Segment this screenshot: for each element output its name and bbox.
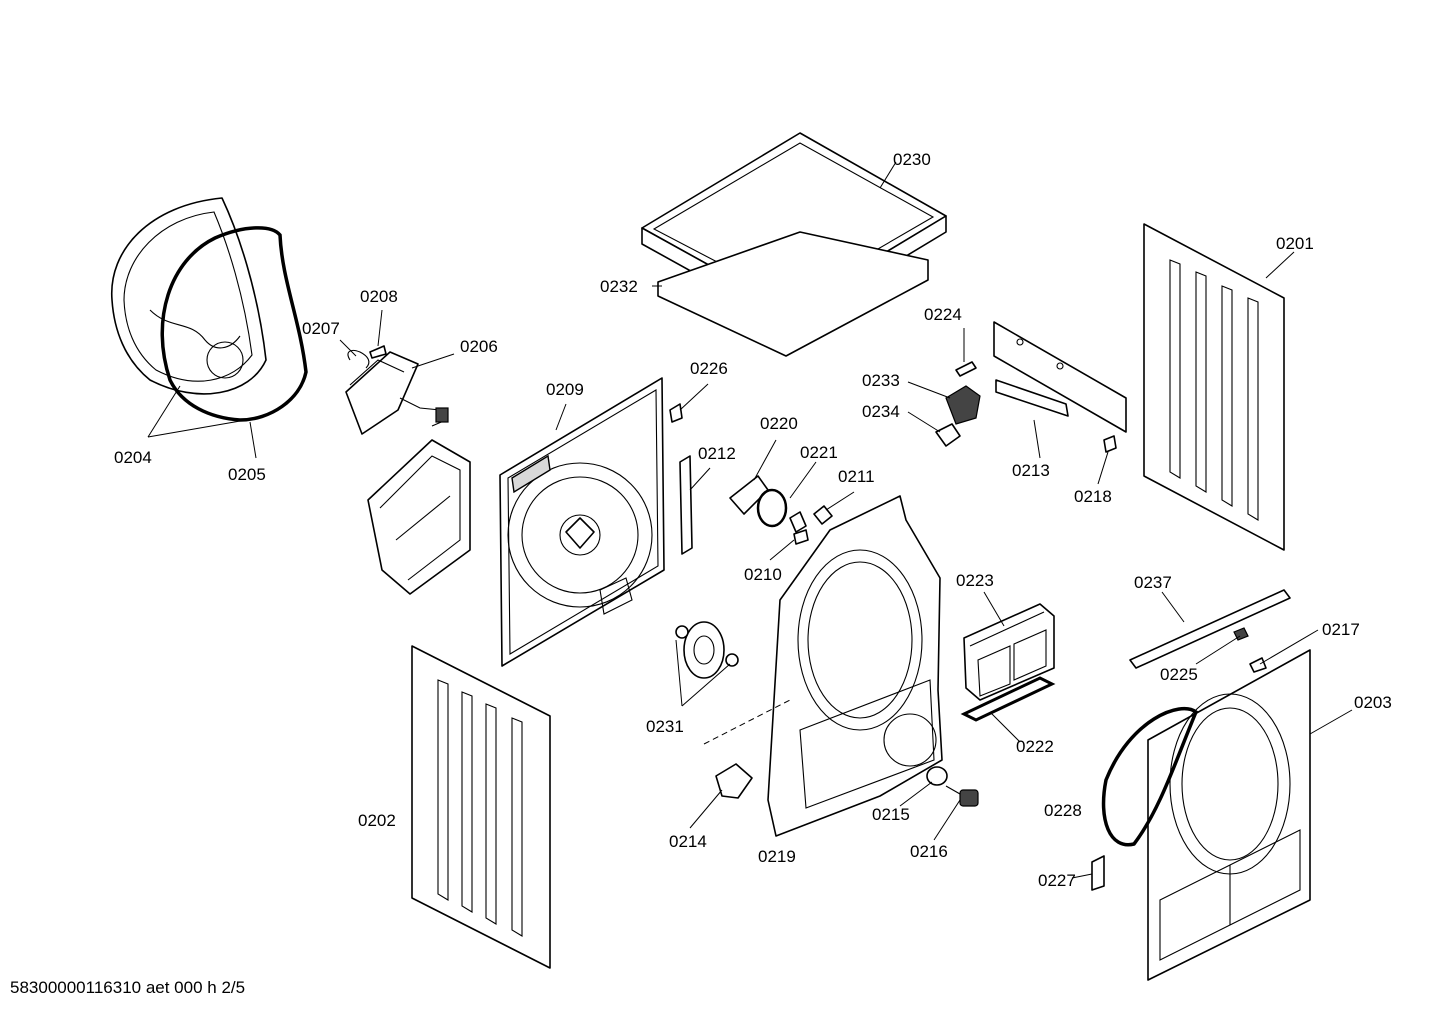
callout-0210: 0210 bbox=[744, 565, 782, 584]
part-0214-bracket bbox=[715, 763, 753, 799]
callout-0215: 0215 bbox=[872, 805, 910, 824]
part-0218-clip bbox=[1103, 435, 1117, 453]
callout-0218: 0218 bbox=[1074, 487, 1112, 506]
part-0232-cover-pad bbox=[657, 231, 929, 357]
part-control-board bbox=[993, 321, 1127, 433]
callout-0214: 0214 bbox=[669, 832, 707, 851]
part-0226-clip bbox=[669, 403, 683, 423]
assembly-guide-line bbox=[703, 699, 791, 745]
callout-0213: 0213 bbox=[1012, 461, 1050, 480]
callout-0219: 0219 bbox=[758, 847, 796, 866]
callout-labels: 0230 0232 0201 0224 0208 0207 0206 0226 … bbox=[114, 150, 1392, 890]
callout-0225: 0225 bbox=[1160, 665, 1198, 684]
callout-0231: 0231 bbox=[646, 717, 684, 736]
callout-0234: 0234 bbox=[862, 402, 900, 421]
part-0213-switch-strip bbox=[995, 379, 1069, 417]
callout-0207: 0207 bbox=[302, 319, 340, 338]
part-0234-switch bbox=[935, 423, 961, 447]
callout-0206: 0206 bbox=[460, 337, 498, 356]
callout-0232: 0232 bbox=[600, 277, 638, 296]
part-0205-door-seal bbox=[160, 226, 308, 422]
part-0219-bearing-shield bbox=[767, 495, 943, 837]
callout-0216: 0216 bbox=[910, 842, 948, 861]
callout-0228: 0228 bbox=[1044, 801, 1082, 820]
part-0211-sensor bbox=[813, 505, 833, 525]
callout-0204: 0204 bbox=[114, 448, 152, 467]
part-0216-knob bbox=[945, 785, 979, 807]
callout-0209: 0209 bbox=[546, 380, 584, 399]
callout-0223: 0223 bbox=[956, 571, 994, 590]
callout-0222: 0222 bbox=[1016, 737, 1054, 756]
callout-0237: 0237 bbox=[1134, 573, 1172, 592]
callout-0233: 0233 bbox=[862, 371, 900, 390]
part-0206-module bbox=[345, 351, 449, 435]
part-0201-side-panel bbox=[1143, 223, 1285, 551]
callout-0227: 0227 bbox=[1038, 871, 1076, 890]
callout-0208: 0208 bbox=[360, 287, 398, 306]
part-0207-cable bbox=[347, 349, 370, 369]
part-0228-door-gasket bbox=[1101, 706, 1199, 847]
callout-0226: 0226 bbox=[690, 359, 728, 378]
callout-0201: 0201 bbox=[1276, 234, 1314, 253]
callout-0220: 0220 bbox=[760, 414, 798, 433]
part-0221-gasket bbox=[756, 488, 788, 528]
callout-0230: 0230 bbox=[893, 150, 931, 169]
part-0217-clip bbox=[1249, 657, 1267, 673]
callout-0221: 0221 bbox=[800, 443, 838, 462]
callout-0211: 0211 bbox=[838, 467, 875, 486]
part-0233-switch bbox=[945, 385, 981, 425]
part-0212-hinge-strip bbox=[679, 455, 693, 555]
callout-0202: 0202 bbox=[358, 811, 396, 830]
part-0237-rail bbox=[1129, 589, 1291, 669]
part-0203-front-panel bbox=[1147, 649, 1311, 981]
part-0209-rear-panel bbox=[499, 377, 665, 667]
part-air-duct bbox=[367, 439, 471, 595]
part-0222-seal bbox=[960, 676, 1056, 722]
part-0215-cap bbox=[926, 766, 948, 786]
leader-lines bbox=[147, 161, 1353, 879]
part-0224-clip bbox=[955, 361, 977, 377]
part-0223-filter bbox=[963, 603, 1055, 701]
part-0227-latch bbox=[1091, 855, 1105, 891]
callout-0212: 0212 bbox=[698, 444, 736, 463]
callout-0224: 0224 bbox=[924, 305, 962, 324]
part-0202-side-panel bbox=[411, 645, 551, 969]
part-0208-clip bbox=[369, 345, 387, 359]
callout-0205: 0205 bbox=[228, 465, 266, 484]
part-0210-sensor bbox=[789, 511, 809, 545]
callout-0217: 0217 bbox=[1322, 620, 1360, 639]
callout-0203: 0203 bbox=[1354, 693, 1392, 712]
part-0231-pulley bbox=[675, 621, 739, 679]
part-0204-door-frame bbox=[111, 197, 267, 395]
drawing-reference-footer: 58300000116310 aet 000 h 2/5 bbox=[10, 978, 246, 997]
